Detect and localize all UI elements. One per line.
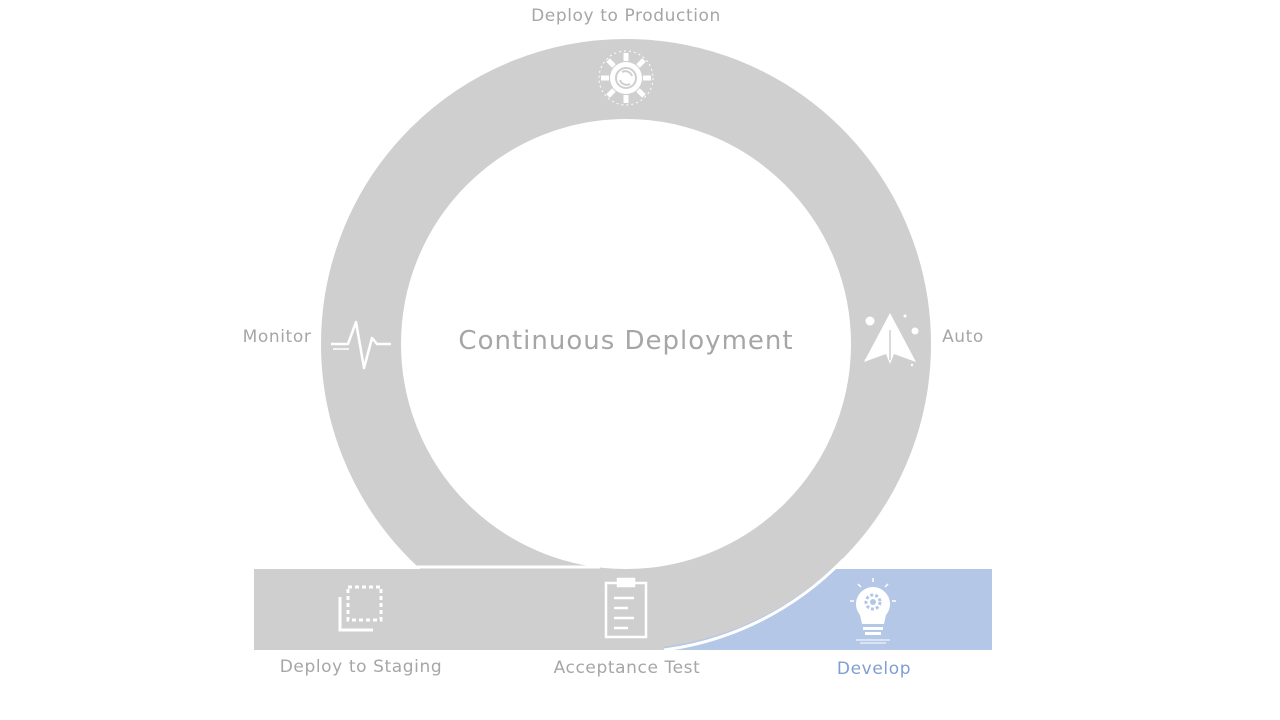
stage-label-develop[interactable]: Develop	[836, 659, 912, 679]
lightbulb-gear-icon	[850, 578, 896, 644]
stage-label-monitor[interactable]: Monitor	[242, 327, 312, 347]
stage-label-deploy-to-production[interactable]: Deploy to Production	[531, 6, 721, 26]
inner-disc	[402, 120, 850, 568]
copy-dashed-icon	[338, 585, 383, 632]
diagram-title: Continuous Deployment	[458, 326, 794, 356]
stage-label-auto[interactable]: Auto	[942, 327, 984, 347]
paper-plane-icon	[864, 313, 919, 367]
stage-label-acceptance-test[interactable]: Acceptance Test	[553, 658, 701, 678]
ring-separator	[663, 558, 845, 652]
pulse-icon	[331, 320, 391, 370]
gear-refresh-icon	[598, 50, 654, 106]
clipboard-icon	[604, 577, 648, 639]
stage-label-deploy-to-staging[interactable]: Deploy to Staging	[279, 657, 443, 677]
